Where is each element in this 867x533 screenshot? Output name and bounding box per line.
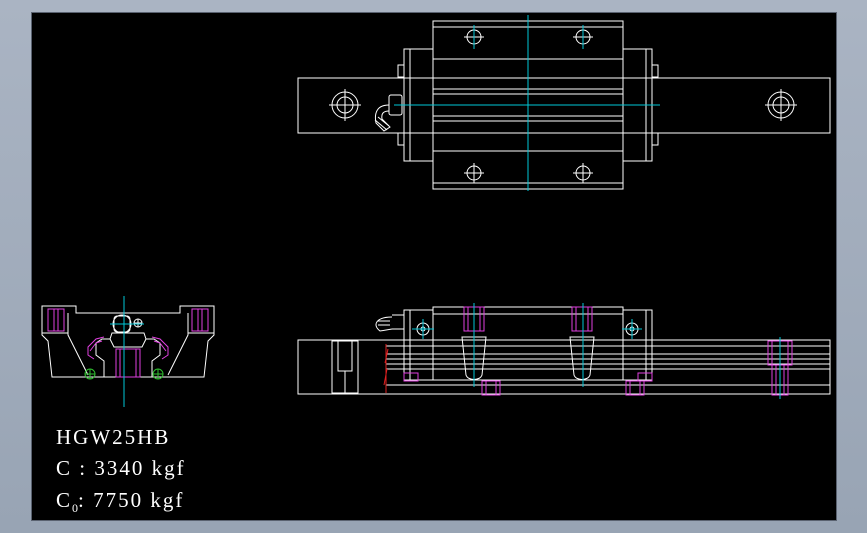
side-view-centerlines [412,303,781,399]
cad-drawing-viewport: HGW25HB C : 3340 kgf C0: 7750 kgf [31,12,837,521]
end-view-hidden [47,308,209,378]
c0-subscript: 0 [72,501,79,516]
rail-hole-left [329,89,361,121]
c0-label: C [56,488,73,512]
model-value: HGW25HB [56,425,171,449]
top-view-centerlines [394,15,660,191]
end-view-block-outline [41,305,215,378]
grease-nipple-top [374,94,403,132]
side-view-section [383,344,389,393]
top-rail [297,77,831,134]
model-label: HGW25HB [56,425,170,450]
side-view [297,306,831,395]
static-load-rating: C0: 7750 kgf [56,488,184,516]
end-view-balls [84,368,164,380]
end-view-rail [95,332,161,378]
rail-hole-right [765,89,797,121]
dynamic-load-rating: C : 3340 kgf [56,456,186,481]
c-value: : 3340 kgf [79,456,186,480]
end-view-centerlines [110,296,144,407]
drawing-canvas [41,15,831,407]
c0-value: : 7750 kgf [78,488,185,512]
end-view [41,305,215,378]
side-view-hidden [403,306,793,396]
side-rail [297,339,831,395]
c-label: C [56,456,73,480]
